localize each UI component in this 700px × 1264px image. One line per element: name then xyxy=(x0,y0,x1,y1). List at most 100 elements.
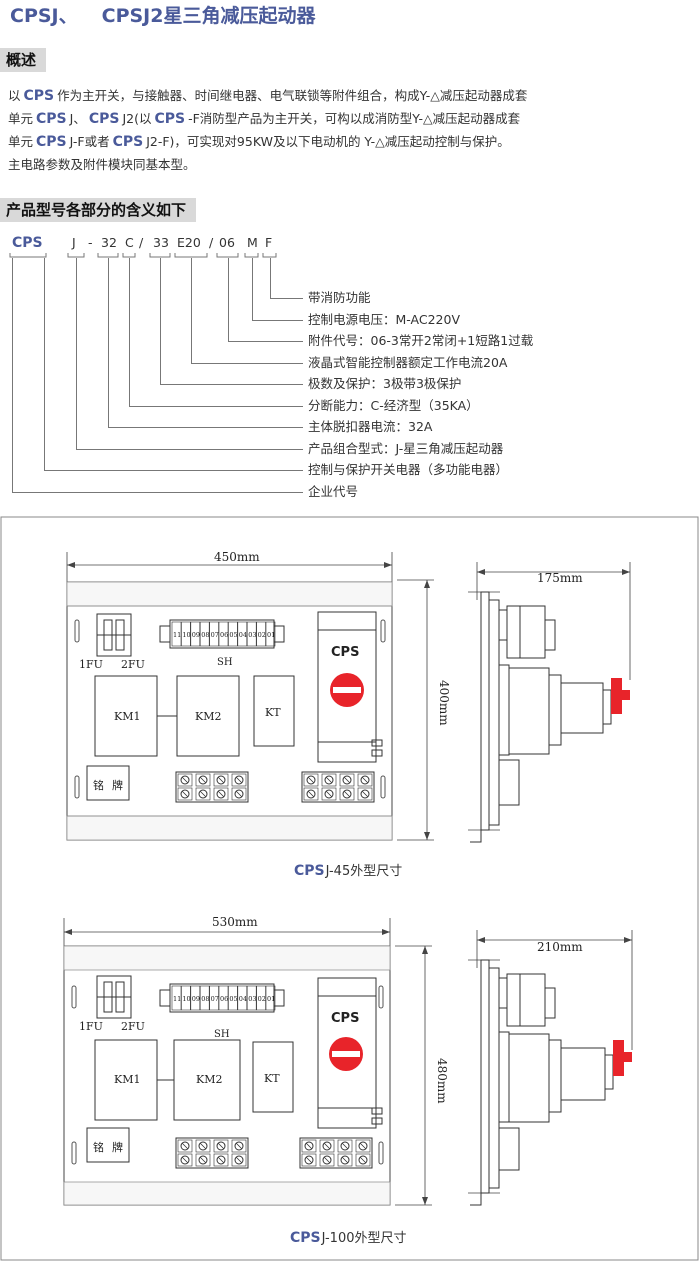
height-label: 400mm xyxy=(437,680,451,726)
terminal-cell xyxy=(171,621,182,647)
km2-label: KM2 xyxy=(196,1073,222,1086)
leader-j xyxy=(76,258,303,450)
meaning-6: 分断能力：C-经济型（35KA） xyxy=(308,398,479,413)
terminal-cell xyxy=(231,1139,247,1153)
terminal-screw-slot xyxy=(199,790,207,798)
caption-text: J-100外型尺寸 xyxy=(321,1231,407,1246)
brand-text: CPS xyxy=(23,88,55,104)
terminal-screw-slot xyxy=(323,1142,331,1150)
terminal-number: 05 xyxy=(229,631,237,639)
terminal-number: 03 xyxy=(248,995,256,1003)
nameplate-2: 牌 xyxy=(112,778,123,792)
terminal-cell xyxy=(321,773,337,787)
terminal-cell xyxy=(319,1139,335,1153)
terminal-cell xyxy=(355,1153,371,1167)
text: J-F或者 xyxy=(69,134,110,149)
drawing-j100-side: 210mm xyxy=(468,930,633,1206)
text: J2(以 xyxy=(122,111,152,126)
terminal-screw-slot xyxy=(325,776,333,784)
model-part-32: 32 xyxy=(101,235,117,250)
leader-c xyxy=(129,258,303,407)
terminal-cell xyxy=(199,985,210,1011)
text: 单元 xyxy=(8,134,34,149)
leader-06 xyxy=(228,258,303,342)
terminal-cell xyxy=(199,621,210,647)
model-part-slash2: / xyxy=(209,235,214,250)
terminal-number: 10 xyxy=(182,631,190,639)
terminal-number: 09 xyxy=(192,631,200,639)
model-part-j: J xyxy=(72,235,76,250)
brand-text: CPS xyxy=(88,111,120,127)
terminal-cell xyxy=(231,1153,247,1167)
nameplate-1: 铭 xyxy=(93,1140,104,1154)
terminal-cell xyxy=(256,985,266,1011)
leader-33 xyxy=(160,258,303,385)
terminal-cell xyxy=(319,1153,335,1167)
terminal-screw-slot xyxy=(181,790,189,798)
terminal-cell xyxy=(256,621,266,647)
terminal-screw-slot xyxy=(235,1142,243,1150)
terminal-screw-slot xyxy=(307,790,315,798)
terminal-number: 06 xyxy=(220,995,228,1003)
terminal-screw-slot xyxy=(217,1156,225,1164)
leader-e20 xyxy=(191,258,303,364)
terminal-cell xyxy=(231,773,247,787)
terminal-cell xyxy=(355,1139,371,1153)
meaning-7: 主体脱扣器电流：32A xyxy=(308,419,433,434)
text: J、 xyxy=(69,111,86,126)
terminal-cell xyxy=(218,985,229,1011)
brand-text: CPS xyxy=(290,1230,321,1246)
terminal-screw-slot xyxy=(235,1156,243,1164)
terminal-number: 11 xyxy=(173,995,181,1003)
terminal-number: 03 xyxy=(248,631,256,639)
terminal-cell xyxy=(228,985,238,1011)
terminal-cell xyxy=(190,985,201,1011)
terminal-cell xyxy=(177,773,193,787)
model-part-e20: E20 xyxy=(177,235,201,250)
terminal-cell xyxy=(213,787,229,801)
terminal-cell xyxy=(209,985,219,1011)
brand-text: CPS xyxy=(36,111,67,127)
terminal-label: SH xyxy=(214,1029,230,1040)
terminal-screw-slot xyxy=(235,776,243,784)
terminal-cell xyxy=(213,1139,229,1153)
leader-product xyxy=(44,258,303,471)
terminal-cell xyxy=(181,985,191,1011)
nameplate-1: 铭 xyxy=(93,778,104,792)
terminal-cell xyxy=(357,773,373,787)
km2-label: KM2 xyxy=(195,710,221,723)
terminal-number: 04 xyxy=(239,995,247,1003)
terminal-screw-slot xyxy=(235,790,243,798)
terminal-cell xyxy=(303,773,319,787)
height-label: 480mm xyxy=(435,1058,449,1104)
terminal-cell xyxy=(195,787,211,801)
leader-f xyxy=(270,258,303,299)
km1-label: KM1 xyxy=(114,710,140,723)
terminal-cell xyxy=(337,1153,353,1167)
terminal-cell xyxy=(190,621,201,647)
meaning-9: 控制与保护开关电器（多功能电器） xyxy=(308,462,509,477)
caption-text: J-45外型尺寸 xyxy=(325,864,403,879)
overview-heading: 概述 xyxy=(0,48,47,72)
terminal-screw-slot xyxy=(343,790,351,798)
model-part-f: F xyxy=(265,235,273,250)
terminal-cell xyxy=(195,773,211,787)
terminal-cell xyxy=(231,787,247,801)
terminal-screw-slot xyxy=(305,1156,313,1164)
terminal-screw-slot xyxy=(359,1156,367,1164)
terminal-cell xyxy=(339,773,355,787)
caption-j100: CPSJ-100外型尺寸 xyxy=(290,1228,407,1248)
handle-red xyxy=(613,1040,624,1076)
terminal-screw-slot xyxy=(343,776,351,784)
terminal-screw-slot xyxy=(181,776,189,784)
terminal-screw-slot xyxy=(341,1142,349,1150)
model-heading: 产品型号各部分的含义如下 xyxy=(0,198,197,222)
kt-label: KT xyxy=(265,706,281,719)
meaning-3: 附件代号：06-3常开2常闭+1短路1过载 xyxy=(308,333,534,348)
nameplate-2: 牌 xyxy=(112,1140,123,1154)
width-label: 530mm xyxy=(212,915,258,929)
